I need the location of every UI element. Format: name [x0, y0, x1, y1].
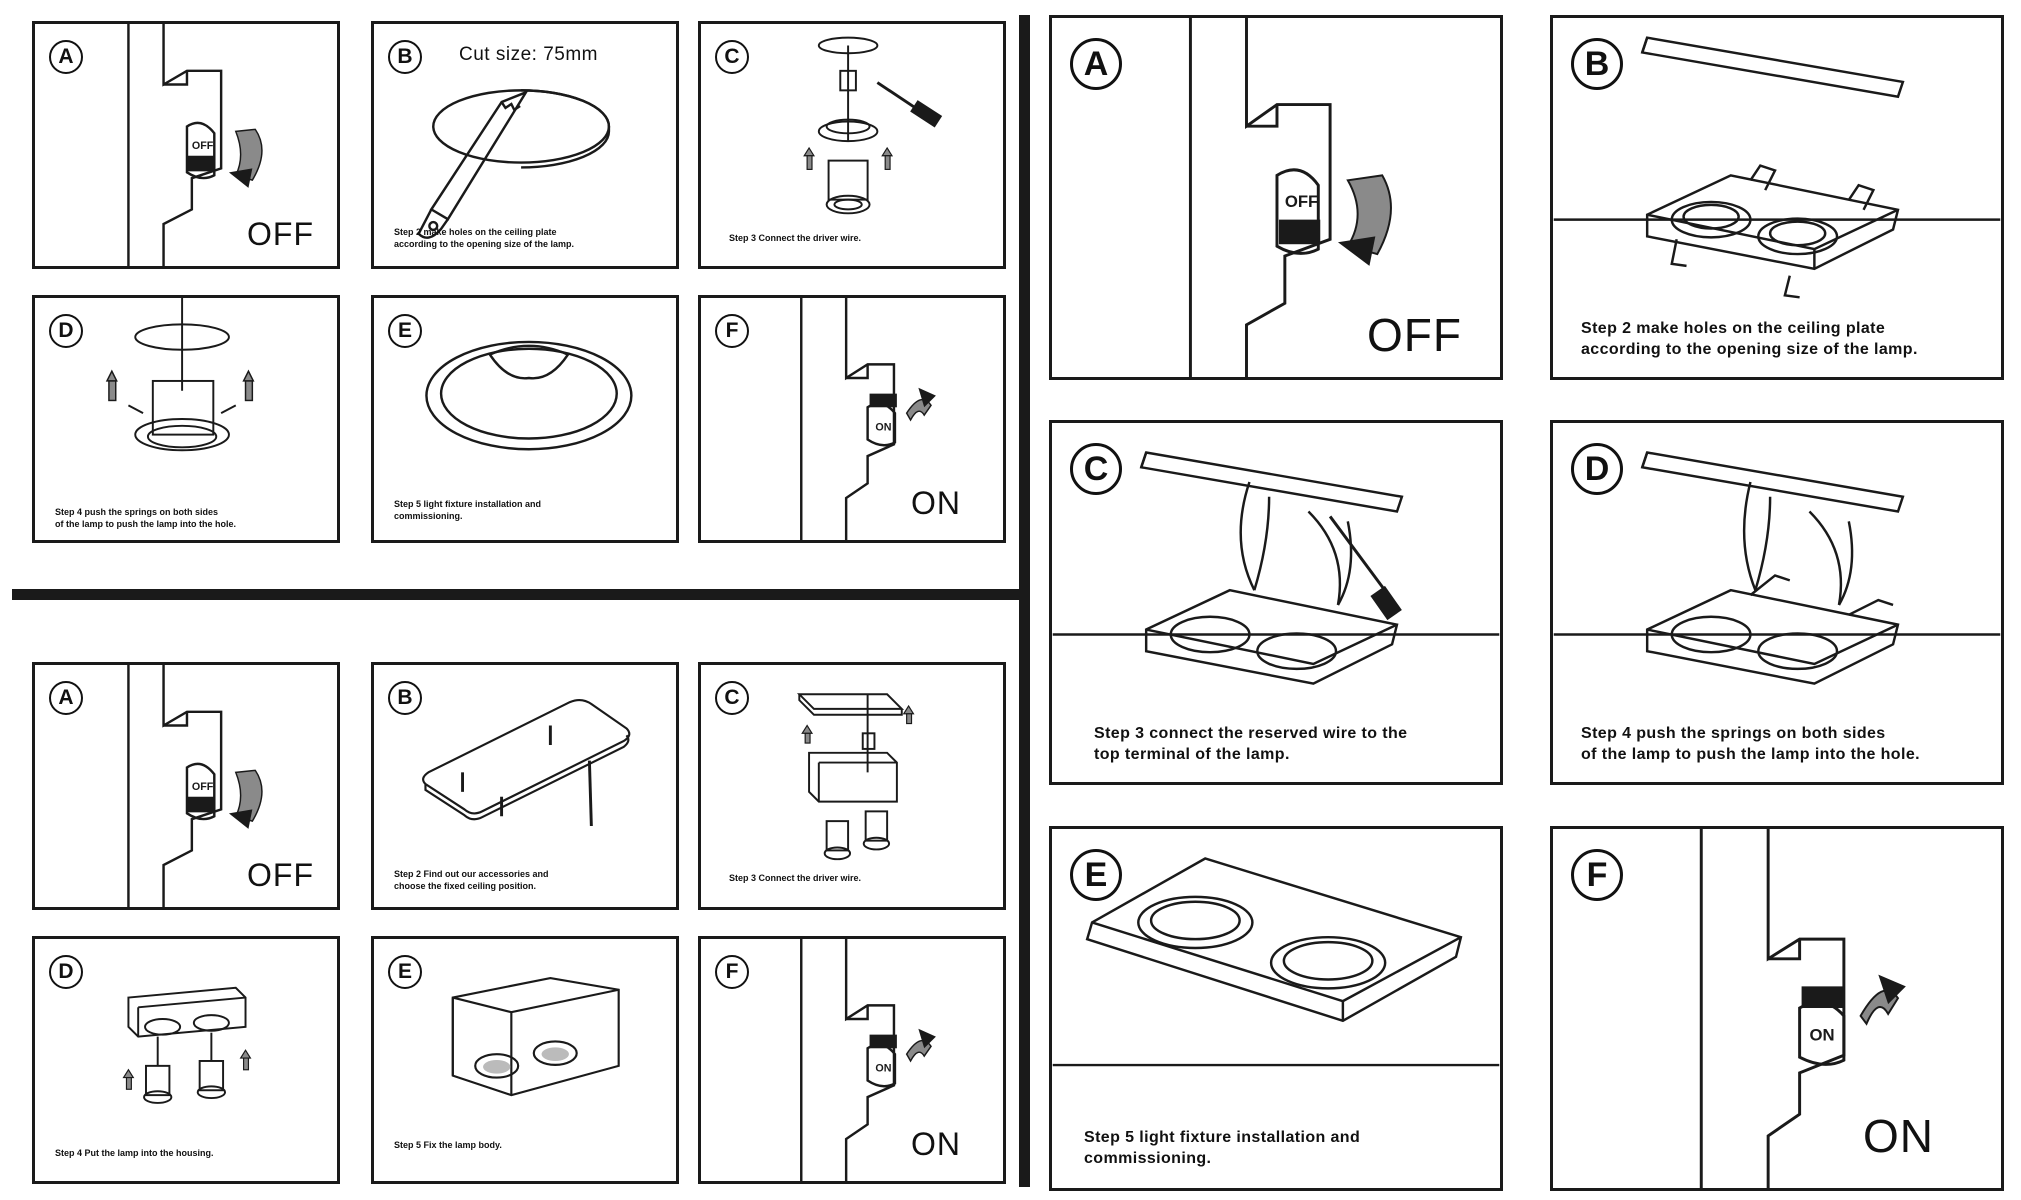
housing-box-icon: [122, 986, 252, 1104]
up-arrow-icon: [122, 1049, 252, 1090]
step-letter-b: B: [1571, 38, 1623, 90]
wall-switch-on-icon: ON: [800, 298, 936, 540]
wall-switch-off-icon: OFF: [127, 24, 263, 266]
mounting-plate-icon: [422, 698, 631, 827]
step-letter-c: C: [715, 681, 749, 715]
housing-box-icon: [451, 976, 620, 1097]
double-step-c-panel: C Step 3 connect the reserved wire to th…: [1049, 420, 1503, 785]
round-step-b-panel: B Cut size: 75mm Step 2 make holes on th…: [371, 21, 679, 269]
step-letter-b: B: [388, 40, 422, 74]
surface-step-f-panel: F ON ON: [698, 936, 1006, 1184]
surface-step-c-panel: C Step 3 Connect the driver wire.: [698, 662, 1006, 910]
step-letter-e: E: [388, 314, 422, 348]
round-step-a-panel: A OFF OFF: [32, 21, 340, 269]
downlight-icon: [105, 298, 255, 452]
switch-label: OFF: [1285, 192, 1318, 211]
round-step-e-panel: E Step 5 light fixture installation and …: [371, 295, 679, 543]
double-step-d-panel: D Step 4 push the springs on both sides …: [1550, 420, 2004, 785]
switch-state-text: OFF: [1367, 309, 1462, 361]
screw-icon: [461, 725, 593, 827]
surface-step-b-panel: B Step 2 Find out our accessories and ch…: [371, 662, 679, 910]
step-letter-d: D: [1571, 443, 1623, 495]
round-step-f-panel: F ON ON: [698, 295, 1006, 543]
saw-icon: [417, 89, 611, 239]
step-caption: Step 4 Put the lamp into the housing.: [55, 1148, 214, 1158]
downlight-icon: [803, 36, 943, 215]
switch-label: OFF: [192, 140, 214, 152]
wall-switch-off-icon: OFF: [1188, 18, 1392, 377]
up-arrow-icon: [803, 146, 894, 170]
step-caption: Step 4 push the springs on both sides of…: [1581, 725, 1920, 763]
step-letter-f: F: [1571, 849, 1623, 901]
switch-state-text: ON: [911, 1126, 961, 1162]
wall-switch-on-icon: ON: [800, 939, 936, 1181]
switch-label: ON: [1809, 1025, 1834, 1044]
double-downlight-icon: [1553, 36, 2001, 299]
switch-state-text: ON: [911, 485, 961, 521]
step-letter-c: C: [1070, 443, 1122, 495]
horizontal-divider: [12, 589, 1024, 600]
step-caption: Step 3 Connect the driver wire.: [729, 873, 862, 883]
double-step-e-panel: E Step 5 light fixture installation and …: [1049, 826, 1503, 1191]
step-letter-e: E: [1070, 849, 1122, 901]
step-caption: Step 5 Fix the lamp body.: [394, 1140, 502, 1150]
switch-state-text: OFF: [247, 216, 314, 252]
step-caption: Step 2 Find out our accessories and choo…: [394, 869, 549, 891]
step-caption: Step 2 make holes on the ceiling plate a…: [1581, 320, 1918, 358]
switch-label: ON: [875, 422, 891, 434]
double-step-f-panel: F ON ON: [1550, 826, 2004, 1191]
switch-label: ON: [875, 1063, 891, 1075]
surface-step-a-panel: A OFF OFF: [32, 662, 340, 910]
step-letter-a: A: [49, 40, 83, 74]
cut-size-note: Cut size: 75mm: [459, 44, 598, 65]
double-downlight-icon: [1052, 451, 1500, 685]
up-arrow-icon: [105, 369, 255, 402]
step-letter-c: C: [715, 40, 749, 74]
round-step-c-panel: C Step 3 Connect the driver wire.: [698, 21, 1006, 269]
step-caption: Step 3 Connect the driver wire.: [729, 233, 862, 243]
up-arrow-icon: [801, 704, 915, 744]
double-downlight-icon: [1553, 451, 2001, 685]
wall-switch-off-icon: OFF: [127, 665, 263, 907]
step-letter-e: E: [388, 955, 422, 989]
round-step-d-panel: D Step 4 push the springs on both sides …: [32, 295, 340, 543]
step-letter-d: D: [49, 955, 83, 989]
downlight-icon: [425, 340, 633, 451]
step-caption: Step 3 connect the reserved wire to the …: [1094, 725, 1408, 763]
switch-state-text: ON: [1863, 1110, 1934, 1162]
surface-step-e-panel: E Step 5 Fix the lamp body.: [371, 936, 679, 1184]
step-letter-d: D: [49, 314, 83, 348]
housing-box-icon: [796, 693, 915, 861]
step-letter-a: A: [1070, 38, 1122, 90]
switch-state-text: OFF: [247, 857, 314, 893]
switch-label: OFF: [192, 781, 214, 793]
step-letter-b: B: [388, 681, 422, 715]
double-downlight-icon: [1052, 857, 1500, 1067]
surface-step-d-panel: D Step 4 Put the lamp into the housing.: [32, 936, 340, 1184]
double-step-b-panel: B Step 2 make holes on the ceiling plate…: [1550, 15, 2004, 380]
step-caption: Step 5 light fixture installation and co…: [1084, 1129, 1361, 1167]
step-letter-f: F: [715, 314, 749, 348]
step-letter-f: F: [715, 955, 749, 989]
step-letter-a: A: [49, 681, 83, 715]
step-caption: Step 2 make holes on the ceiling plate a…: [394, 227, 575, 249]
double-step-a-panel: A OFF OFF: [1049, 15, 1503, 380]
wall-switch-on-icon: ON: [1699, 829, 1906, 1188]
step-caption: Step 5 light fixture installation and co…: [394, 499, 542, 521]
vertical-divider: [1019, 15, 1030, 1187]
step-caption: Step 4 push the springs on both sides of…: [55, 507, 236, 529]
